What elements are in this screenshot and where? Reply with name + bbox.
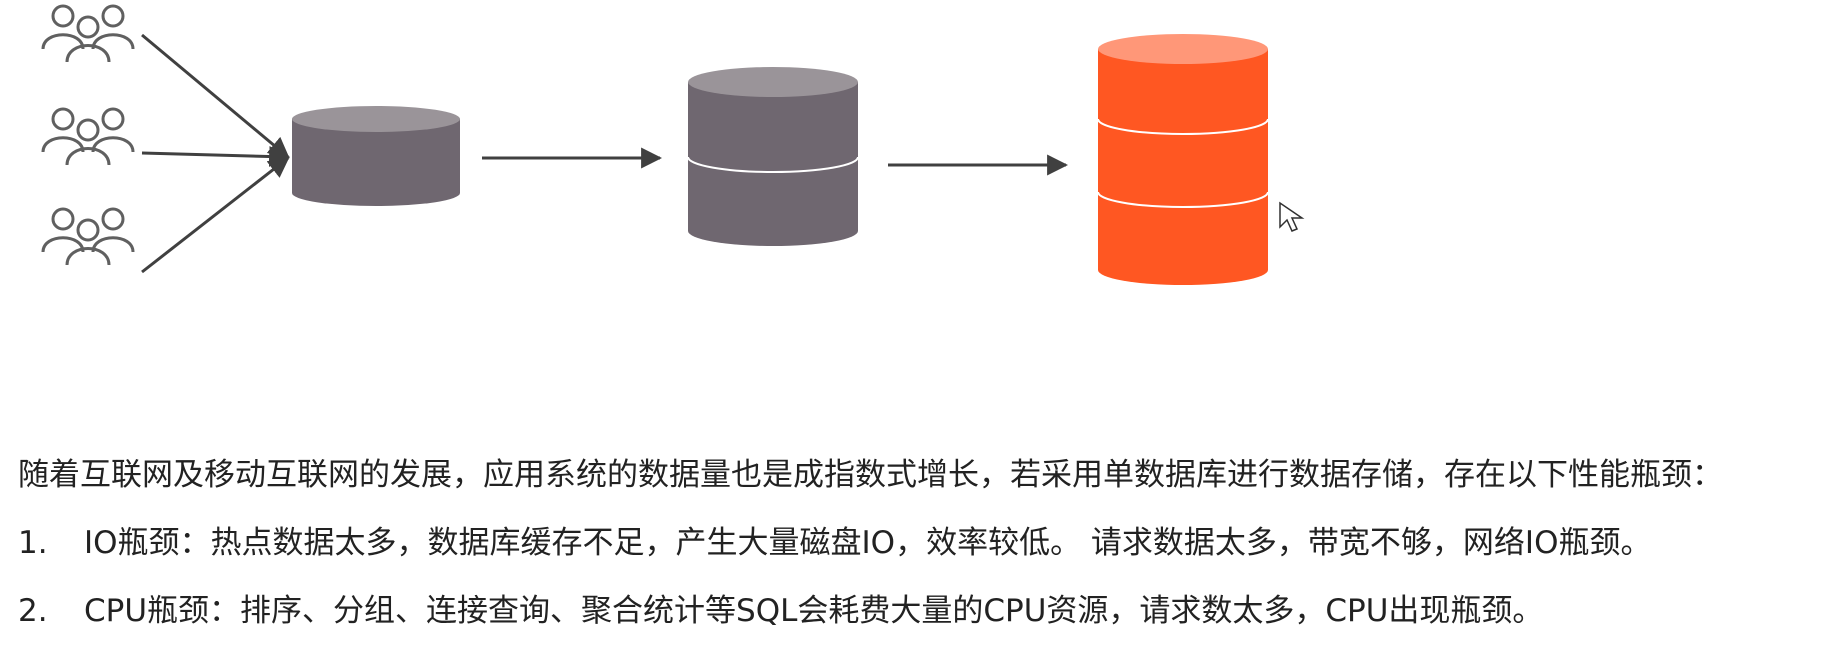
user-to-db-arrow-3 [141,156,290,274]
io-bottleneck-item: 1. IO瓶颈：热点数据太多，数据库缓存不足，产生大量磁盘IO，效率较低。 请求数… [18,523,1838,563]
intro-text: 随着互联网及移动互联网的发展，应用系统的数据量也是成指数式增长，若采用单数据库进… [18,457,1723,493]
cpu-bottleneck-item: 2. CPU瓶颈：排序、分组、连接查询、聚合统计等SQL会耗费大量的CPU资源，请… [18,591,1838,631]
database-two-segment-cylinder [687,67,859,246]
cpu-bottleneck-text: CPU瓶颈：排序、分组、连接查询、聚合统计等SQL会耗费大量的CPU资源，请求数… [84,593,1544,629]
database-single-cylinder [292,106,460,206]
user-to-db-arrow-1 [141,33,290,159]
user-group-2 [41,107,135,167]
io-bottleneck-text: IO瓶颈：热点数据太多，数据库缓存不足，产生大量磁盘IO，效率较低。 请求数据太… [84,525,1652,561]
database-growth-diagram [41,4,1305,285]
database-three-segment-cylinder [1097,34,1269,285]
user-group-1 [41,4,135,64]
user-group-3 [41,207,135,267]
user-to-db-arrow-2 [141,145,291,167]
users-icon [41,4,135,64]
users-icon [41,107,135,167]
mouse-cursor-icon [1279,201,1305,232]
item-number-1: 1. [18,525,48,561]
users-icon [41,207,135,267]
bottleneck-description: 随着互联网及移动互联网的发展，应用系统的数据量也是成指数式增长，若采用单数据库进… [18,455,1838,659]
item-number-2: 2. [18,593,48,629]
